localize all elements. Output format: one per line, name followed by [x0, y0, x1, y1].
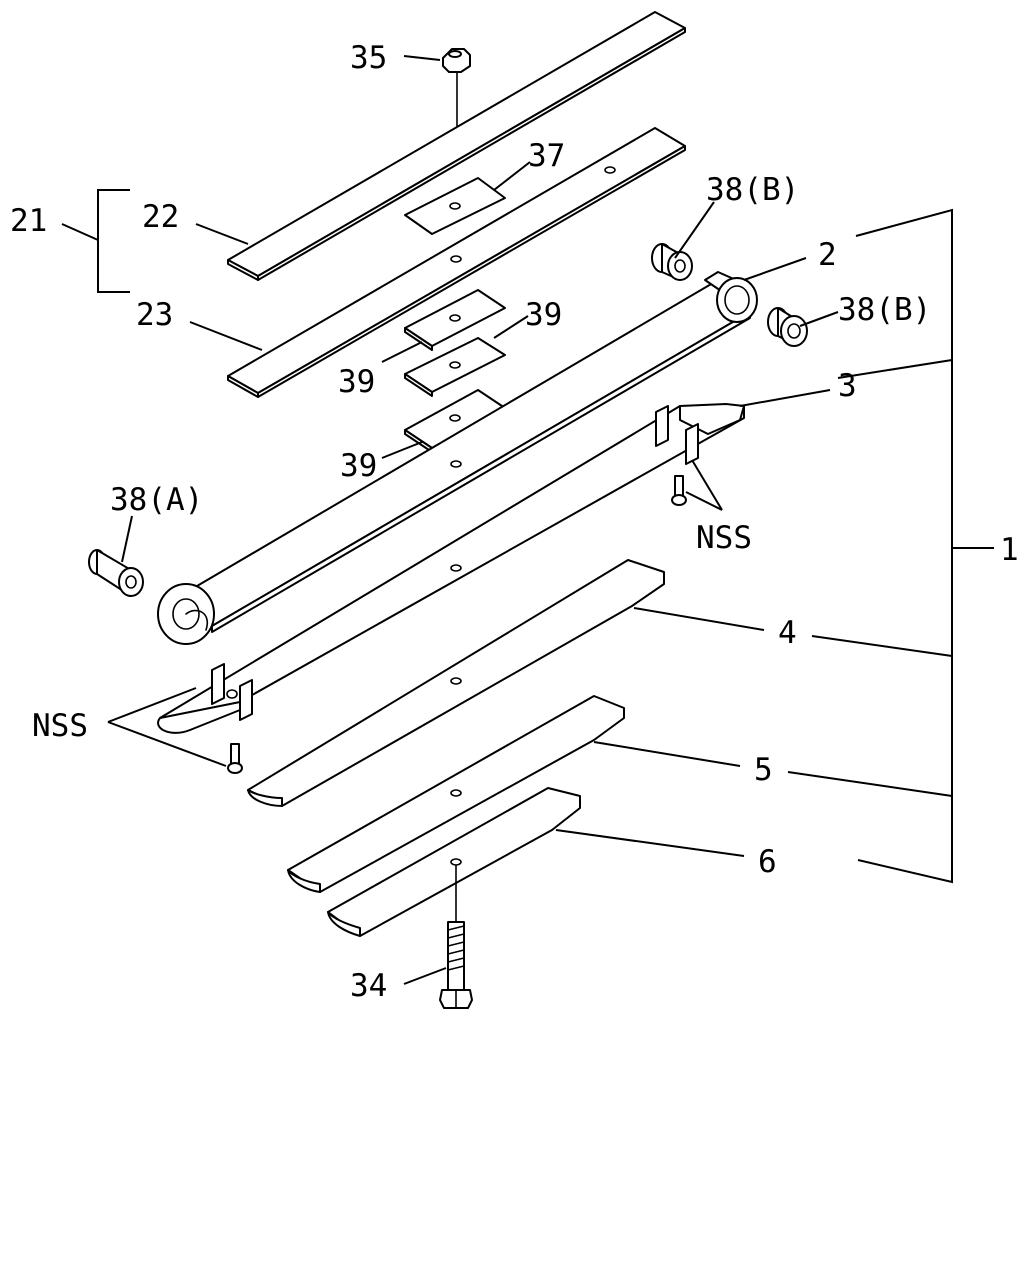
label-39-bottom: 39	[340, 448, 377, 484]
label-38b-top: 38(B)	[706, 172, 799, 208]
leaf-5	[287, 695, 625, 893]
pad-39-a	[404, 289, 506, 351]
bolt-34	[439, 865, 473, 1009]
label-39-left: 39	[338, 364, 375, 400]
label-38b-right: 38(B)	[838, 292, 931, 328]
label-2: 2	[818, 237, 837, 273]
label-35: 35	[350, 40, 387, 76]
label-nss-left: NSS	[32, 708, 88, 744]
leaf-23	[227, 127, 686, 398]
bushing-38b-top	[651, 243, 693, 281]
callout-labels: 35 37 38(B) 21 22 2 38(B) 23 39 39 3 39 …	[10, 40, 1019, 1004]
bushing-38a	[88, 549, 144, 597]
label-4: 4	[778, 615, 797, 651]
pad-39-b	[404, 337, 506, 397]
label-1: 1	[1000, 532, 1019, 568]
leaf-22	[227, 11, 686, 281]
leaf-4	[247, 559, 665, 807]
label-5: 5	[754, 752, 773, 788]
leader-lines	[61, 55, 994, 985]
label-6: 6	[758, 844, 777, 880]
label-22: 22	[142, 199, 179, 235]
label-nss-right: NSS	[696, 520, 752, 556]
bushing-38b-right	[767, 307, 808, 347]
label-37: 37	[528, 138, 565, 174]
leaf-3	[157, 403, 745, 774]
main-leaf-2	[157, 271, 758, 645]
pad-37	[404, 177, 506, 235]
label-3: 3	[838, 368, 857, 404]
label-23: 23	[136, 297, 173, 333]
label-34: 34	[350, 968, 387, 1004]
leaf-6	[327, 787, 581, 937]
label-39-right: 39	[525, 297, 562, 333]
label-21: 21	[10, 203, 47, 239]
nut-35	[442, 48, 471, 147]
label-38a: 38(A)	[110, 482, 203, 518]
